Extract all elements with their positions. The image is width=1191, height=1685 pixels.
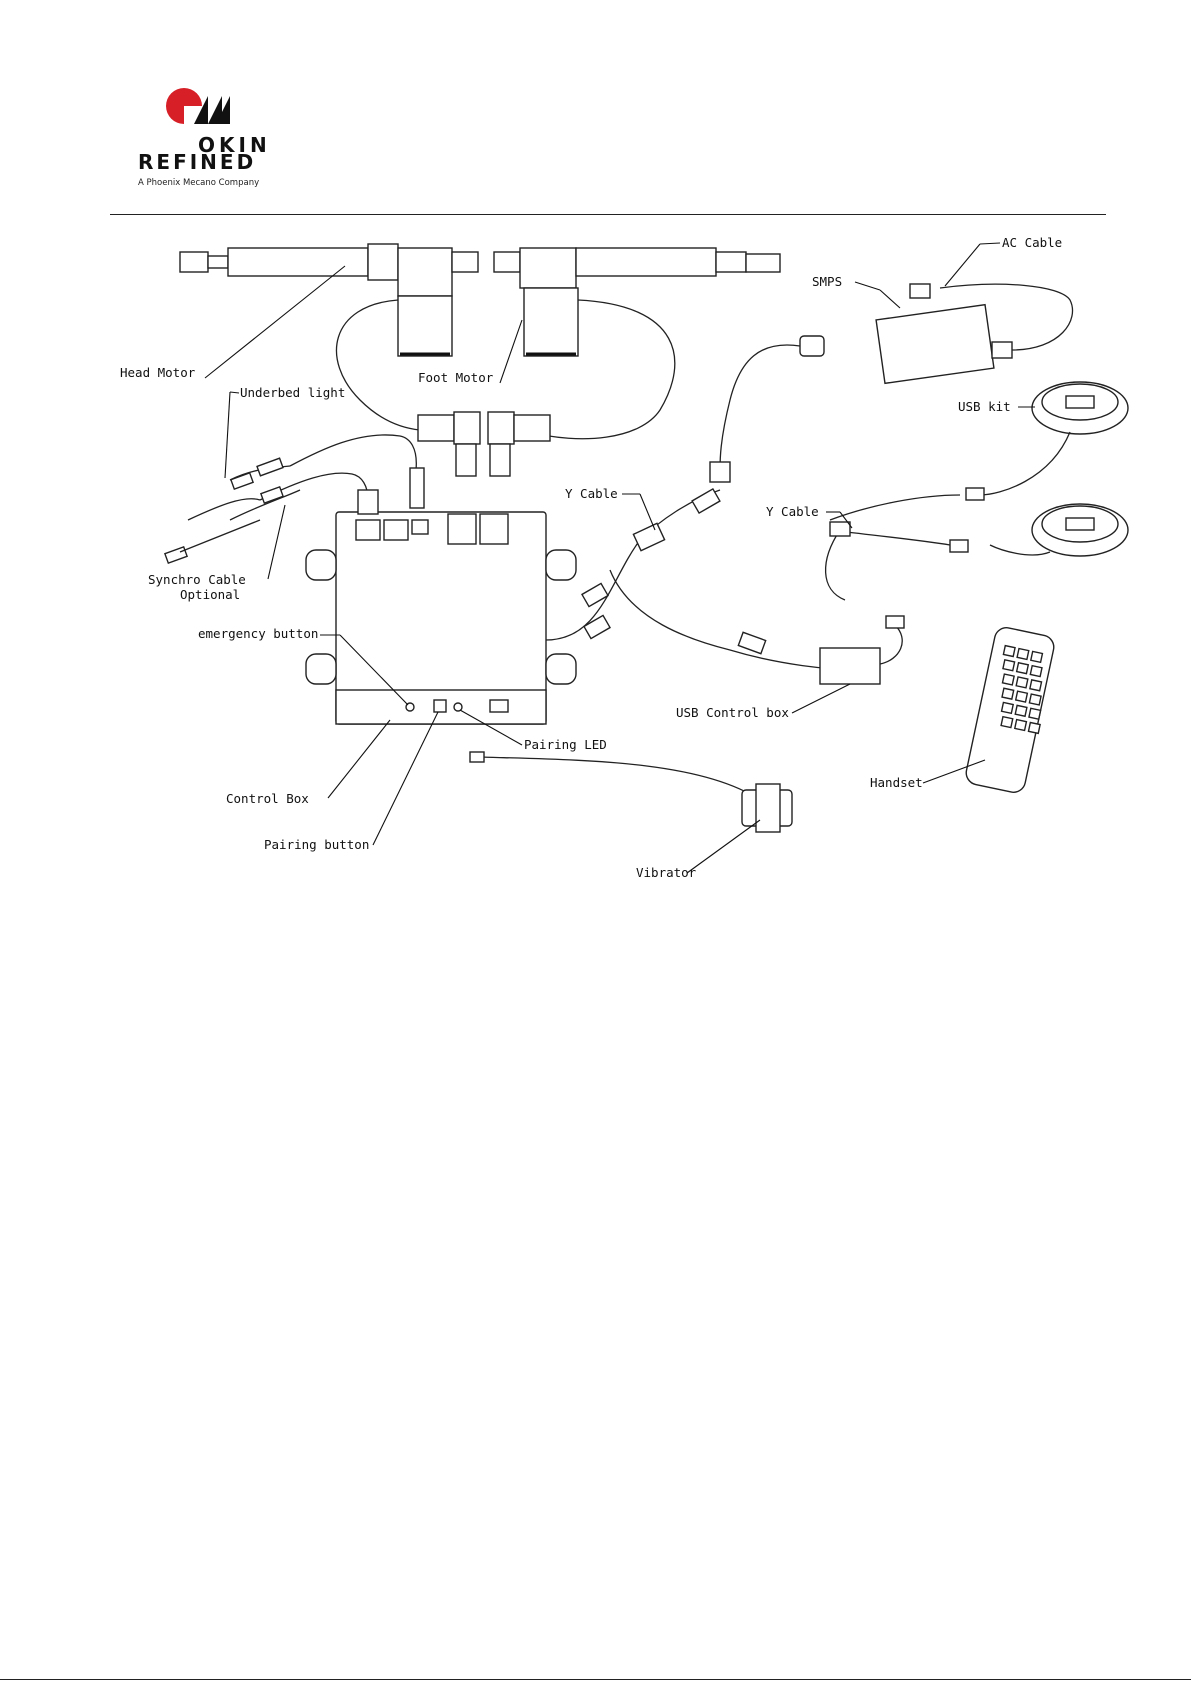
footer-divider <box>0 1679 1191 1680</box>
label-smps: SMPS <box>812 274 842 289</box>
handset-key <box>1002 702 1014 713</box>
usb-control-box <box>820 648 880 684</box>
label-optional: Optional <box>180 587 240 602</box>
handset-key <box>1003 646 1015 657</box>
handset-key <box>1031 651 1043 662</box>
usb-kit <box>1032 382 1128 556</box>
handset-key <box>1016 677 1028 688</box>
handset-key <box>1029 694 1041 705</box>
label-usb-kit: USB kit <box>958 399 1011 414</box>
label-handset: Handset <box>870 775 923 790</box>
motor-connectors <box>418 412 550 476</box>
handset-key <box>1001 717 1013 728</box>
label-control-box: Control Box <box>226 791 309 806</box>
control-box <box>306 512 576 724</box>
handset <box>964 626 1056 795</box>
handset-key <box>1002 688 1014 699</box>
handset-key <box>1017 649 1029 660</box>
handset-key <box>1030 680 1042 691</box>
bed-motor-system-diagram: Head Motor Foot Motor Underbed light Syn… <box>0 0 1191 900</box>
smps-power-supply <box>800 284 1012 383</box>
head-motor <box>180 244 478 356</box>
label-synchro-cable: Synchro Cable <box>148 572 246 587</box>
label-emergency-button: emergency button <box>198 626 318 641</box>
handset-key <box>1030 666 1042 677</box>
label-usb-control-box: USB Control box <box>676 705 789 720</box>
pairing-button-shape <box>434 700 446 712</box>
label-foot-motor: Foot Motor <box>418 370 494 385</box>
label-y-cable-right: Y Cable <box>766 504 819 519</box>
handset-key <box>1016 691 1028 702</box>
label-y-cable-left: Y Cable <box>565 486 618 501</box>
handset-key <box>1029 708 1041 719</box>
handset-key <box>1028 723 1040 734</box>
label-pairing-button: Pairing button <box>264 837 369 852</box>
label-head-motor: Head Motor <box>120 365 196 380</box>
handset-key <box>1015 705 1027 716</box>
label-vibrator: Vibrator <box>636 865 697 880</box>
foot-motor <box>494 248 780 356</box>
handset-key <box>1003 660 1015 671</box>
handset-key <box>1017 663 1029 674</box>
label-underbed-light: Underbed light <box>240 385 345 400</box>
label-pairing-led: Pairing LED <box>524 737 607 752</box>
label-ac-cable: AC Cable <box>1002 235 1062 250</box>
handset-key <box>1002 674 1014 685</box>
handset-key <box>1015 720 1027 731</box>
